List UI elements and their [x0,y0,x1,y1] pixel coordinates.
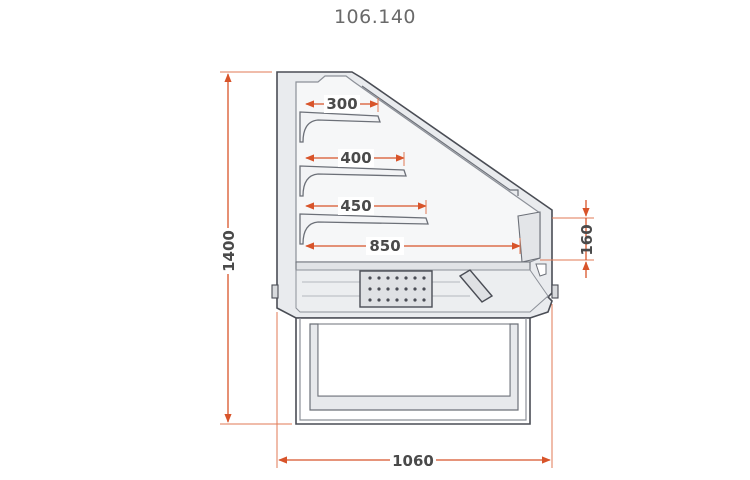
model-number: 106.140 [333,6,417,28]
dimension-shelf-2: 400 [305,149,405,167]
ventilation-grille [359,270,433,308]
label-shelf-3: 450 [340,197,371,215]
lower-cabinet [295,317,531,425]
label-shelf-1: 300 [326,95,357,113]
dimension-base-depth: 850 [305,237,521,255]
label-front-height: 160 [578,224,596,255]
shelf-2 [299,165,407,197]
shelf-1 [299,111,381,143]
label-base-depth: 850 [369,237,400,255]
dimension-total-height: 1400 [218,71,292,425]
dimension-shelf-1: 300 [305,95,379,113]
dimension-total-width: 1060 [276,304,553,470]
dimension-shelf-3: 450 [305,197,427,215]
shelf-3 [299,213,429,245]
dimension-front-height: 160 [540,200,596,278]
front-fitting [458,269,494,303]
label-total-height: 1400 [220,230,238,272]
label-shelf-2: 400 [340,149,371,167]
label-total-width: 1060 [392,452,434,470]
